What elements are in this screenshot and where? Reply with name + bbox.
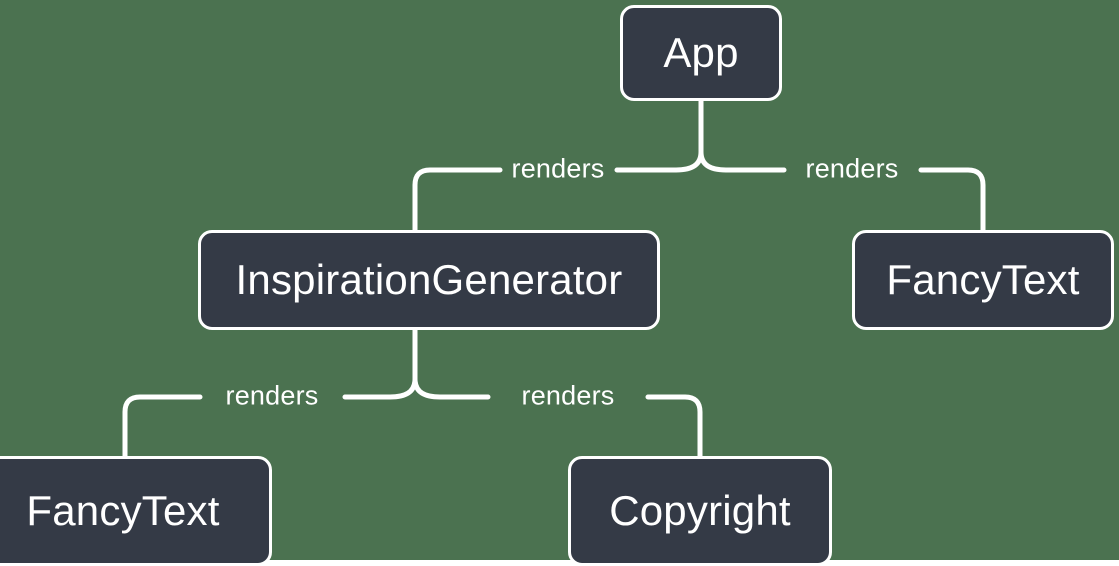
edge-inspiration-to-fancytext-left-run [122, 394, 203, 459]
node-copyright-label: Copyright [609, 487, 791, 534]
node-fancytext-right-label: FancyText [886, 256, 1080, 303]
edge-inspiration-to-copyright-right-run [645, 394, 703, 459]
edge-label-inspiration-generator-to-fancytext: renders [225, 380, 319, 411]
edge-label-app-to-inspiration-generator: renders [511, 153, 605, 184]
node-copyright[interactable]: Copyright [568, 456, 832, 566]
node-inspiration-generator[interactable]: InspirationGenerator [198, 230, 660, 330]
edge-app-to-inspiration [614, 149, 704, 173]
node-app[interactable]: App [620, 5, 782, 101]
edge-label-app-to-fancytext: renders [805, 153, 899, 184]
node-inspiration-generator-label: InspirationGenerator [235, 256, 623, 303]
edge-app-to-fancytext [698, 149, 787, 173]
edge-app-to-inspiration-left-run [412, 167, 503, 233]
node-fancytext-left[interactable]: FancyText [0, 456, 272, 566]
edge-inspiration-to-copyright [412, 376, 491, 400]
edge-app-to-fancytext-right-run [918, 167, 986, 233]
node-fancytext-right[interactable]: FancyText [852, 230, 1114, 330]
node-fancytext-left-label: FancyText [26, 487, 220, 534]
edge-label-inspiration-generator-to-copyright: renders [521, 380, 615, 411]
edge-inspiration-to-fancytext [342, 376, 418, 400]
node-app-label: App [663, 29, 739, 76]
